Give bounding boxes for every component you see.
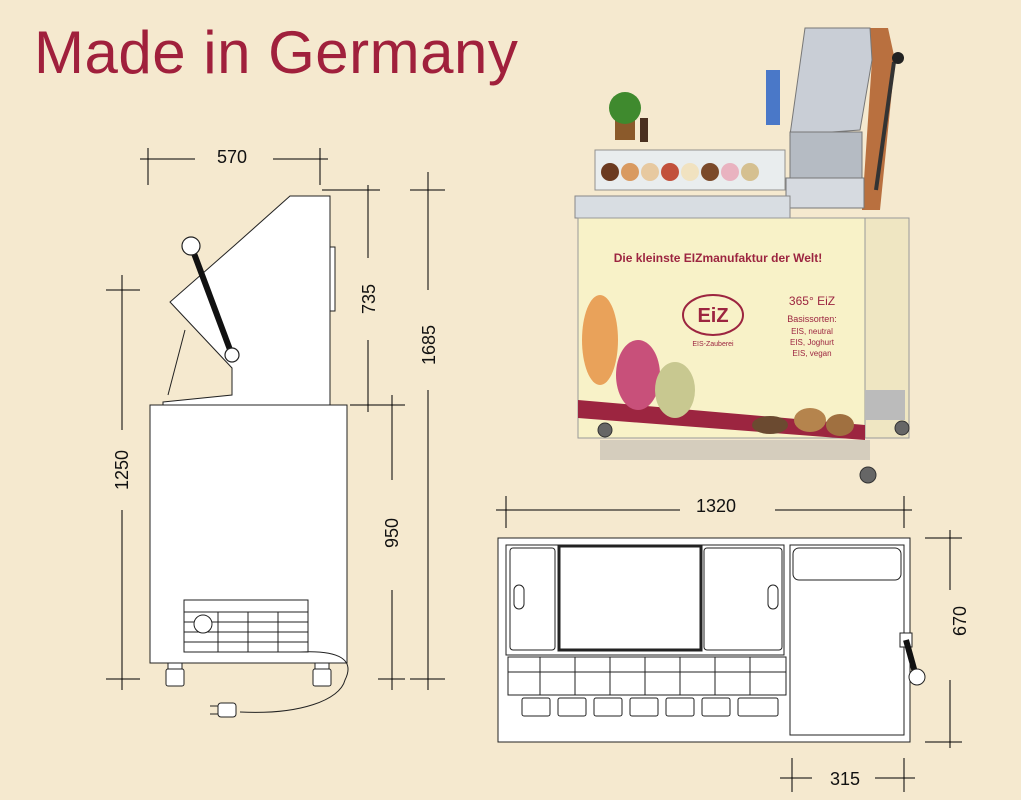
cart-side-vent	[865, 390, 905, 420]
ice-cream-cart-illustration: Die kleinste EIZmanufaktur der Welt! EiZ…	[574, 27, 910, 484]
cart-shadow	[600, 440, 870, 460]
dim-upper-height: 735	[359, 284, 379, 314]
cart-base-item-1: EIS, neutral	[791, 327, 833, 336]
cone-stack	[766, 70, 780, 125]
machine-lever-knob	[892, 52, 904, 64]
plan-view	[497, 537, 926, 743]
lever-pivot	[224, 347, 240, 363]
lever-knob	[181, 236, 201, 256]
dim-unit-width: 315	[830, 769, 860, 789]
plan-machine-top	[792, 547, 902, 581]
plan-lever-knob	[908, 668, 926, 686]
dim-base-height: 950	[382, 518, 402, 548]
swirl-pistachio	[655, 362, 695, 418]
panel-accent-stripe	[578, 400, 865, 440]
housing-door-edge	[329, 246, 336, 312]
cart-logo-ring	[682, 294, 744, 336]
page-title: Made in Germany	[34, 19, 519, 86]
dim-cabinet-height: 1250	[112, 450, 132, 490]
power-plug-icon	[210, 702, 237, 718]
vent-fan	[193, 614, 213, 634]
dimension-lines	[106, 148, 445, 690]
cart-logo-text: EiZ	[697, 305, 728, 327]
machine-body	[789, 131, 863, 181]
plan-cups	[521, 697, 779, 717]
stand-frame	[808, 28, 895, 210]
cart-badge: 365° EiZ	[789, 294, 835, 308]
dim-total-height: 1685	[419, 325, 439, 365]
plant-pot	[615, 118, 635, 140]
machine-upper	[789, 27, 873, 136]
counter-top	[574, 195, 791, 219]
nuts-decoration	[752, 408, 854, 436]
swirl-pink	[616, 340, 660, 410]
machine-base	[785, 177, 865, 209]
dim-top-width: 570	[217, 147, 247, 167]
plan-dimension-lines	[496, 496, 962, 792]
cart-slogan: Die kleinste EIZmanufaktur der Welt!	[614, 251, 823, 265]
cart-base-item-2: EIS, Joghurt	[790, 338, 835, 347]
cart-logo-sub: EIS-Zauberei	[692, 341, 734, 348]
bottle	[640, 118, 648, 142]
swirl-orange	[582, 295, 618, 385]
side-view	[106, 148, 445, 718]
plan-left-lid	[509, 547, 556, 651]
display-tubs	[601, 163, 759, 181]
plant-leaves	[609, 92, 641, 124]
top-housing	[162, 195, 331, 406]
housing-strut	[167, 329, 186, 396]
cart-base-title: Basissorten:	[787, 314, 837, 324]
plan-center-well	[557, 544, 703, 652]
cart-wheels	[597, 420, 910, 484]
lever-arm	[189, 246, 235, 357]
plan-handles	[513, 584, 779, 610]
machine-lever	[874, 61, 896, 191]
power-cable	[239, 651, 349, 713]
dim-plan-width: 1320	[696, 496, 736, 516]
plan-right-lid	[703, 547, 783, 651]
dim-plan-depth: 670	[950, 606, 970, 636]
wheel-right	[312, 662, 332, 687]
plan-tub-dividers	[508, 657, 786, 695]
wheel-left	[165, 662, 185, 687]
cart-base-item-3: EIS, vegan	[792, 349, 831, 358]
plan-tub-row	[507, 656, 787, 696]
